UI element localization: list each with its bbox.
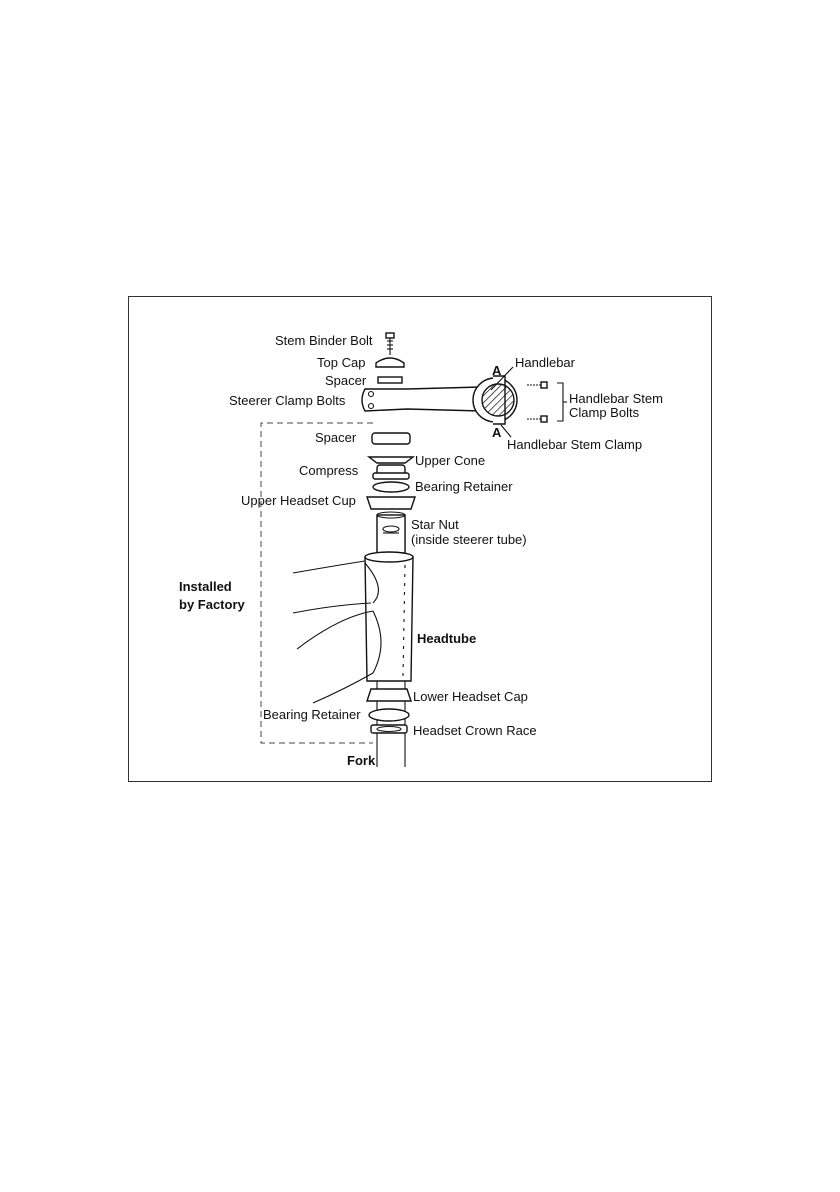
upper-headset-cup: [367, 497, 415, 509]
label-bearing-retainer-lower: Bearing Retainer: [263, 707, 361, 722]
label-handlebar: Handlebar: [515, 355, 576, 370]
label-upper-headset-cup: Upper Headset Cup: [241, 493, 356, 508]
handlebar-section: [482, 384, 514, 416]
headtube: [365, 552, 413, 681]
label-spacer-top: Spacer: [325, 373, 367, 388]
stem-binder-bolt: [386, 333, 394, 355]
headset-crown-race: [371, 725, 407, 733]
leader-stem-clamp: [501, 425, 511, 437]
section-a-bottom: A: [492, 425, 502, 440]
label-stem-binder-bolt: Stem Binder Bolt: [275, 333, 373, 348]
bearing-retainer-upper: [373, 482, 409, 492]
label-fork: Fork: [347, 753, 376, 768]
label-compress: Compress: [299, 463, 359, 478]
label-installed-line2: by Factory: [179, 597, 246, 612]
label-headtube: Headtube: [417, 631, 476, 646]
label-top-cap: Top Cap: [317, 355, 365, 370]
spacer-top: [378, 377, 402, 383]
handlebar-stem-clamp-bolts: [527, 382, 567, 422]
top-cap: [376, 358, 404, 367]
upper-cone: [369, 457, 413, 463]
label-handlebar-stem-clamp-bolts-2: Clamp Bolts: [569, 405, 640, 420]
spacer: [372, 433, 410, 444]
compress-ring: [373, 465, 409, 479]
label-steerer-clamp-bolts: Steerer Clamp Bolts: [229, 393, 346, 408]
section-a-top: A: [492, 363, 502, 378]
label-handlebar-stem-clamp: Handlebar Stem Clamp: [507, 437, 642, 452]
label-star-nut: Star Nut: [411, 517, 459, 532]
bearing-retainer-lower: [369, 709, 409, 721]
label-upper-cone: Upper Cone: [415, 453, 485, 468]
label-spacer: Spacer: [315, 430, 357, 445]
label-headset-crown-race: Headset Crown Race: [413, 723, 537, 738]
steerer-tube: [377, 512, 405, 553]
label-lower-headset-cap: Lower Headset Cap: [413, 689, 528, 704]
label-star-nut-note: (inside steerer tube): [411, 532, 527, 547]
headset-exploded-diagram: A A: [128, 296, 712, 782]
lower-headset-cap: [367, 689, 411, 701]
label-installed-line1: Installed: [179, 579, 232, 594]
label-handlebar-stem-clamp-bolts-1: Handlebar Stem: [569, 391, 663, 406]
label-bearing-retainer-upper: Bearing Retainer: [415, 479, 513, 494]
